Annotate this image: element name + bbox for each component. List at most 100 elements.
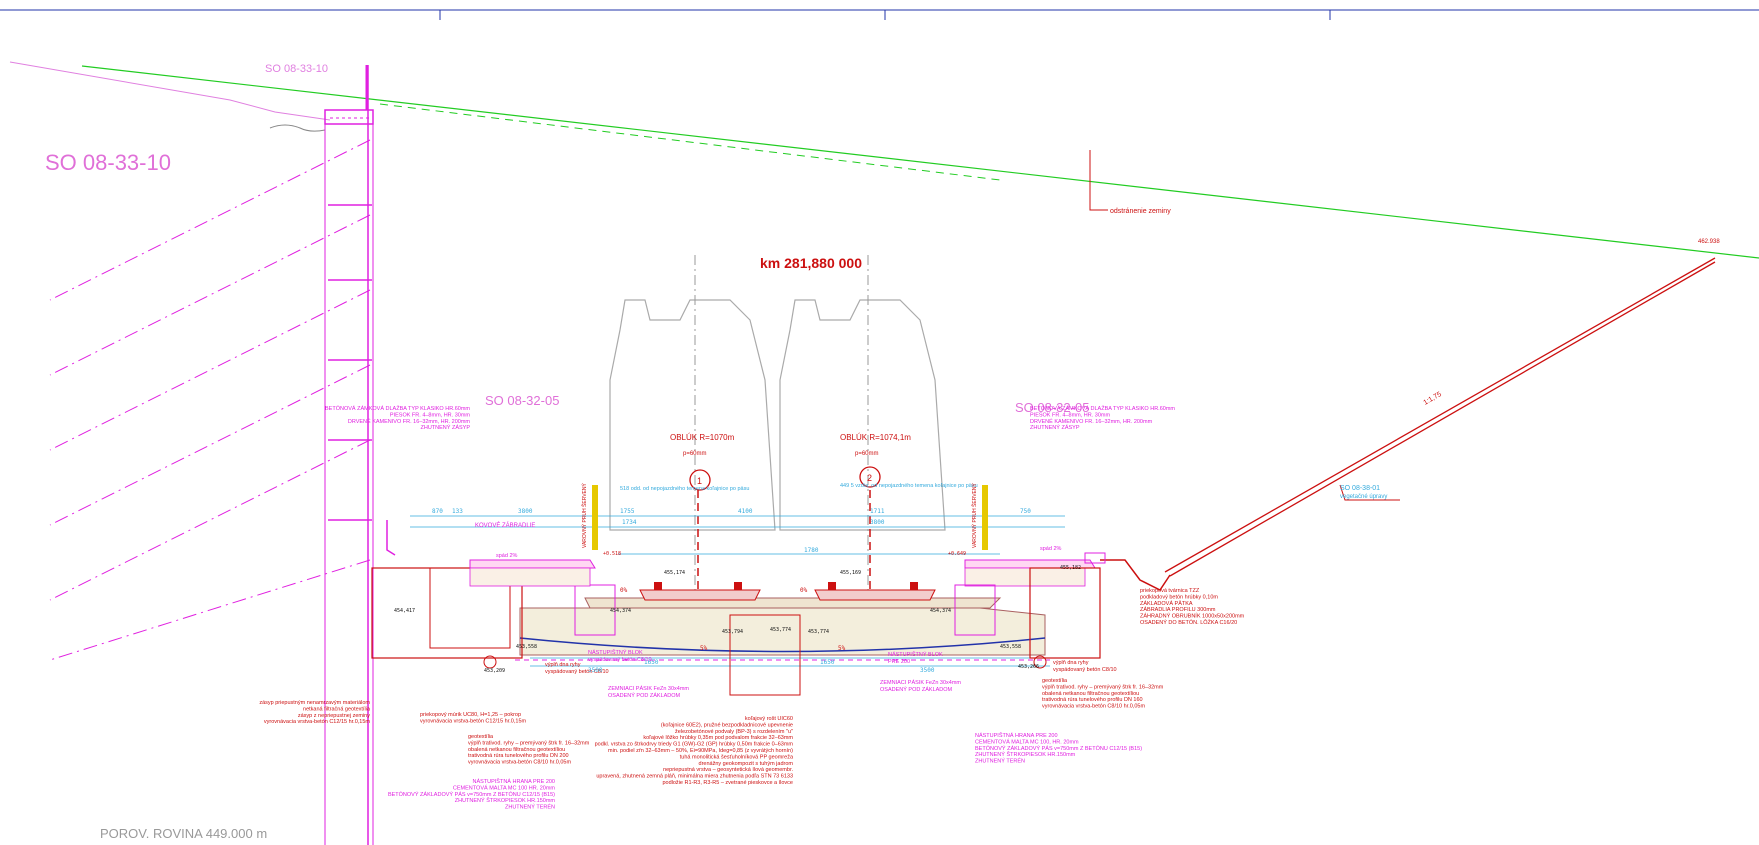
substructure [371,552,1171,696]
legend-left-mid-line: priekopový múrik UC80, H=1,25 – pokrop [420,712,521,718]
svg-text:1650: 1650 [820,659,835,666]
legend-right-side-line: ZÁHRADNÝ OBRUBNÍK 1000x50x200mm [1140,613,1245,620]
existing-terrain-line [81,65,1759,259]
legend-right-top-line: BETÓNOVÁ ZÁMKOVÁ DLAŽBA TYP KLASIKO HR.6… [1030,404,1175,412]
legend-left-mid-line: vyrovnávacia vrstva-betón C12/15 hr.0,15… [420,718,527,724]
svg-text:453,209: 453,209 [484,668,505,674]
legend-left-mid: priekopový múrik UC80, H=1,25 – pokropvy… [420,712,527,724]
clearance-left: 518 odd. od nepojazdného temena koľajnic… [620,486,749,492]
legend-center-line: nepriepustná vrstva – geosyntetická ílov… [663,767,793,773]
svg-text:454,417: 454,417 [394,608,415,614]
km-label: km 281,880 000 [760,255,862,271]
legend-center-line: tuhá monolitická šesťuholníková PP geomr… [680,754,794,760]
svg-text:453,266: 453,266 [1018,664,1039,670]
svg-text:455,182: 455,182 [1060,565,1081,571]
legend-left-drain-line: vyrovnávacia vrstva-betón C8/10 hr.0,05m [468,760,571,766]
legend-center-line: železobetónové podvaly (BP-3) s rozdelen… [675,729,793,735]
legend-right-top-line: ZHUTNENÝ ZÁSYP [1030,424,1080,431]
svg-text:1734: 1734 [622,519,637,526]
leader-odstranenie [1089,150,1108,211]
legend-center: koľajový rošt UIC60(koľajnice 60E2), pru… [595,716,794,786]
svg-text:3500: 3500 [920,667,935,674]
legend-right-base-line: CEMENTOVÁ MALTA MC 100, HR. 20mm [975,738,1079,745]
left-slope-line [9,61,331,121]
svg-text:1711: 1711 [870,508,885,515]
level-texts: 454,417 453,558 453,209 455,182 453,558 … [394,565,1081,674]
track-centre-lines [697,490,871,610]
svg-text:3500: 3500 [588,667,603,674]
percent-texts: 0% 0% 5% 5% [620,587,846,652]
legend-left-top-line: BETÓNOVÁ ZÁMKOVÁ DLAŽBA TYP KLASIKO HR.6… [325,404,470,412]
legend-left-base-line: ZHUTNENÝ ŠTRKOPIESOK HR.150mm [455,797,556,804]
legend-right-base-line: ZHUTNENÝ ŠTRKOPIESOK HR.150mm [975,751,1076,758]
svg-text:454,374: 454,374 [930,608,951,614]
legend-left-bottom-line: vyrovnávacia vrstva-betón C12/15 hr.0,15… [264,719,371,725]
legend-right-side-line: podkladový betón hrúbky 0,10m [1140,594,1218,600]
track-2-number: 2 [867,473,872,483]
legend-left-bottom: zásyp priepustným nenamrzavým materiálom… [259,700,371,725]
zone-right-label: VAROVNÝ PRUH ŠERVENÝ [971,483,978,548]
legend-right-drain-line: trativodná rúra tunelového profilu DN 16… [1042,697,1143,703]
zone-left-label: VAROVNÝ PRUH ŠERVENÝ [581,483,588,548]
legend-left-drain-line: obalená netkanou filtračnou geotextíliou [468,747,565,753]
legend-left-drain-line: výplň trativod. ryhy – premývaný štrk fr… [468,740,590,746]
odstranenie-label: odstránenie zeminy [1110,208,1171,215]
svg-text:454,374: 454,374 [610,608,631,614]
legend-center-line: min. podiel zŕn 32–63mm – 50%, Ei=90MPa,… [608,748,793,754]
svg-text:453,558: 453,558 [1000,644,1021,650]
anchor-lines [49,139,371,661]
track-1-curve: OBLÚK R=1070m [670,433,735,442]
slope-ratio: 1:1,75 [1423,391,1443,407]
legend-left-drain-line: trativodná rúra tunelového profilu DN 20… [468,753,569,759]
legend-right-base-line: ZHUTNENÝ TERÉN [975,758,1025,765]
legend-left-bottom-line: zásyp z nepriepustnej zeminy [298,713,370,719]
kovove-zabradlie: KOVOVÉ ZÁBRADLIE [475,522,535,529]
legend-center-line: podkl. vrstva zo štrkodrvy triedy G1 (GW… [595,742,794,748]
svg-text:5%: 5% [700,645,708,652]
legend-right-drain-line: vyrovnávacia vrstva-betón C8/10 hr.0,05m [1042,704,1145,710]
svg-text:455,174: 455,174 [664,570,685,576]
legend-right-top-line: PIESOK FR. 4–8mm, HR. 30mm [1030,412,1110,418]
clearance-right: 449 5 vzdia. od nepojazdného temena koľa… [840,483,978,489]
svg-text:453,558: 453,558 [516,644,537,650]
legend-right-top: BETÓNOVÁ ZÁMKOVÁ DLAŽBA TYP KLASIKO HR.6… [1030,404,1175,431]
svg-text:4100: 4100 [738,508,753,515]
legend-right-side-line: priekopová tvárnica TZZ [1140,588,1200,594]
legend-left-drain-line: geotextília [468,734,494,740]
porov-label: POROV. ROVINA 449.000 m [100,826,267,841]
so-right-label: SO 08-32-05 [1015,400,1089,415]
svg-text:870: 870 [432,508,443,515]
pile-wall [324,65,396,845]
dimension-lines [410,515,1065,667]
legend-left-bottom-line: netkaná filtračná geotextília [303,706,371,712]
svg-text:133: 133 [452,508,463,515]
legend-right-drain-line: obalená netkanou filtračnou geotextíliou [1042,691,1139,697]
legend-left-base-line: ZHUTNENÝ TERÉN [505,804,555,811]
track-2-p: p=60mm [855,451,879,457]
legend-center-line: upravená, zhutnená zemná pláň, minimálna… [596,774,793,780]
so-veg-sub: vegetačné úpravy [1340,494,1387,500]
right-cut-slope [1164,257,1716,577]
so-big-label: SO 08-33-10 [45,150,171,175]
svg-text:453,794: 453,794 [722,629,743,635]
legend-right-drain-line: výplň trativod. ryhy – premývaný štrk fr… [1042,684,1164,690]
svg-text:3800: 3800 [870,519,885,526]
ground-hatch [269,124,326,132]
legend-right-base-line: BETÓNOVÝ ZÁKLADOVÝ PÁS v=750mm Z BETÓNU … [975,745,1142,752]
height-texts: +0.518 +0.649 455,174 455,169 454,374 45… [603,551,966,635]
legend-center-line: podložie R1-R3, R3-R5 – zvetrané pieskov… [662,780,793,786]
leader-veg [1339,484,1400,501]
legend-left-top-line: ZHUTNENÝ ZÁSYP [420,424,470,431]
svg-text:1780: 1780 [804,547,819,554]
svg-text:455,169: 455,169 [840,570,861,576]
legend-center-line: koľajové lôžko hrúbky 0,35m pod podvalom… [643,735,793,741]
track-axis-lines [694,255,869,620]
track-1-number: 1 [697,476,702,486]
so-left-label: SO 08-32-05 [485,393,559,408]
